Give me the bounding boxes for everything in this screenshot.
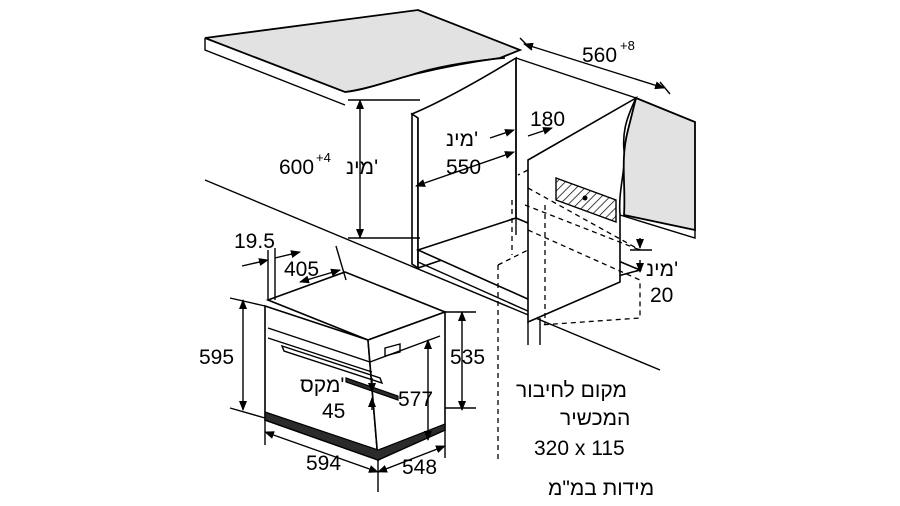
label-594: 594 xyxy=(306,452,341,475)
label-560: 560 xyxy=(582,44,617,67)
connection-label-line3: 320 x 115 xyxy=(534,437,625,460)
label-560-tol: +8 xyxy=(620,38,635,53)
label-405: 405 xyxy=(284,258,319,281)
cabinet-niche xyxy=(204,9,696,460)
label-535: 535 xyxy=(450,346,485,369)
right-countertop xyxy=(622,96,696,232)
units-note: מידות במ"מ xyxy=(548,477,654,500)
label-577: 577 xyxy=(398,388,433,411)
dimension-lines xyxy=(229,37,671,492)
label-595: 595 xyxy=(199,346,234,369)
label-max: מקס' xyxy=(300,374,344,397)
label-550-min: מינ' xyxy=(446,128,478,151)
connection-label-line1: מקום לחיבור xyxy=(516,379,627,402)
countertop xyxy=(204,9,523,93)
label-548: 548 xyxy=(402,456,437,479)
labels: 560 +8 600 +4 מינ' מינ' 550 180 מינ' 20 … xyxy=(199,38,678,500)
label-600-tol: +4 xyxy=(316,150,331,165)
oven xyxy=(264,271,448,462)
label-180: 180 xyxy=(530,108,565,131)
label-20-min: מינ' xyxy=(646,258,678,281)
label-45: 45 xyxy=(322,400,345,423)
label-19-5: 19.5 xyxy=(234,230,275,253)
label-550: 550 xyxy=(446,156,481,179)
connection-label-line2: המכשיר xyxy=(560,407,630,430)
label-600: 600 xyxy=(279,156,314,179)
label-600-min: מינ' xyxy=(346,156,378,179)
label-20: 20 xyxy=(650,284,673,307)
